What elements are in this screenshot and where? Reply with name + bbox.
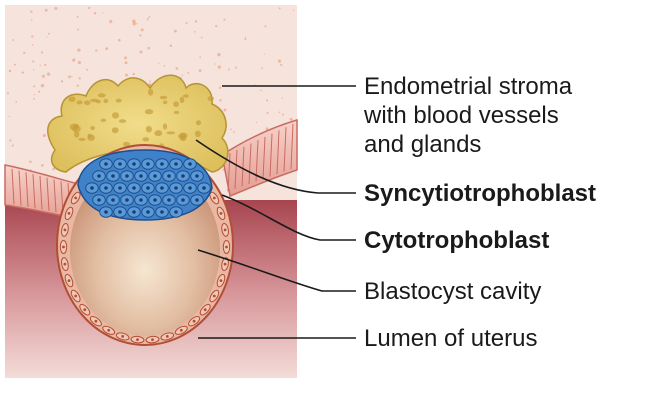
label-cytotrophoblast: Cytotrophoblast [364, 227, 550, 254]
leader-line-cytotrophoblast [221, 194, 356, 241]
inner-cell-mass-cells [85, 158, 211, 218]
label-endometrial-stroma: Endometrial stroma with blood vessels an… [364, 73, 573, 158]
leader-line-blastocyst-cavity [197, 249, 356, 292]
label-blastocyst-cavity: Blastocyst cavity [364, 278, 542, 305]
syncytio-nuclei [68, 88, 214, 152]
label-syncytiotrophoblast: Syncytiotrophoblast [364, 180, 597, 207]
label-lumen-of-uterus: Lumen of uterus [364, 325, 538, 352]
leader-line-syncytiotrophoblast [195, 139, 356, 194]
